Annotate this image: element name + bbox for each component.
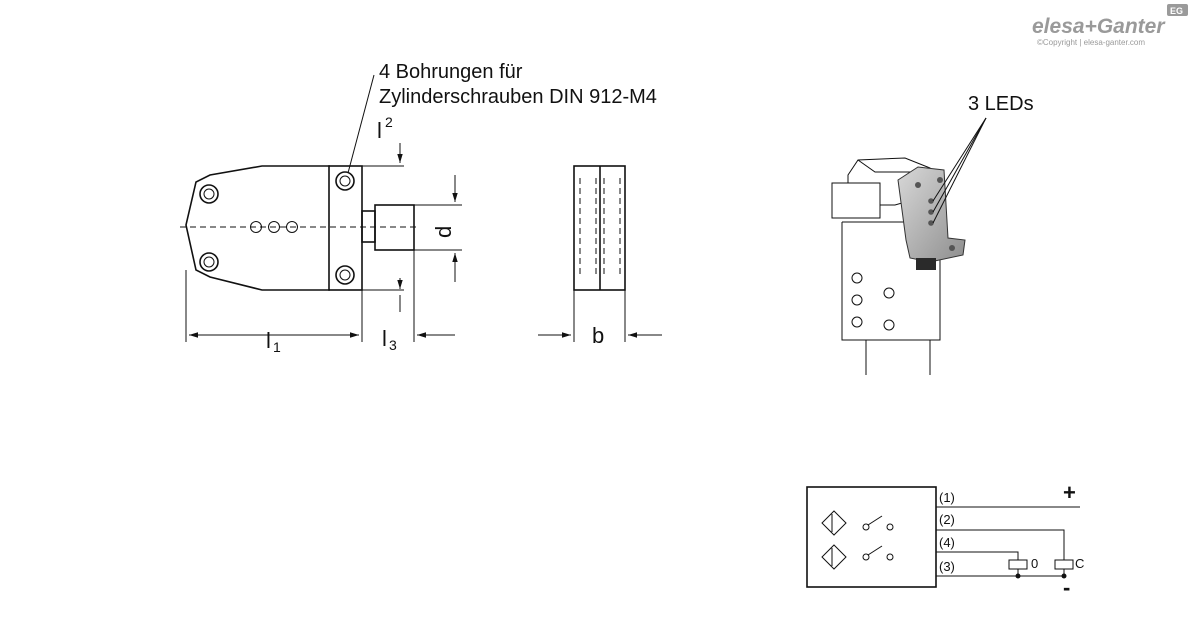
dim-l1-sub: 1 [273, 339, 281, 355]
callout-leader [347, 74, 375, 174]
column-hole-4 [883, 287, 895, 299]
dim-l2-sub: 2 [385, 114, 393, 130]
product-illustration: 3 LEDs [831, 93, 1034, 375]
hole-bottom-left [199, 252, 219, 272]
brand-badge: EG [1170, 6, 1183, 16]
sensor-screw-right [937, 177, 943, 183]
sensor-screw-bottom [949, 245, 955, 251]
sensor-led-3 [928, 220, 934, 226]
pin-label-2: (2) [939, 512, 955, 527]
minus-terminal: - [1063, 575, 1070, 600]
led-3 [286, 221, 298, 233]
mounting-holes [199, 171, 355, 285]
load-c-label: C [1075, 556, 1084, 571]
front-view [180, 165, 420, 291]
sensor-screw-top [915, 182, 921, 188]
callout-line-2: Zylinderschrauben DIN 912-M4 [379, 86, 657, 108]
brand-name: elesa+Ganter [1032, 15, 1166, 38]
led-circles [250, 221, 298, 233]
callout-line-1: 4 Bohrungen für [379, 61, 523, 83]
load-0-label: 0 [1031, 556, 1038, 571]
pin-label-3: (3) [939, 559, 955, 574]
body-outline [185, 165, 330, 291]
wire-2 [936, 529, 1065, 560]
brand-logo: elesa+Ganter ©Copyright | elesa-ganter.c… [1032, 4, 1188, 47]
dim-b-label: b [592, 323, 604, 348]
load-c [1054, 559, 1074, 570]
dim-l2-label: l [377, 118, 382, 143]
switch-symbol-2 [862, 545, 894, 561]
dim-l3-label: l [382, 326, 387, 351]
hole-top-left [199, 184, 219, 204]
load-0 [1008, 559, 1028, 570]
side-view: b [538, 165, 662, 348]
led-1 [250, 221, 262, 233]
switch-symbol-1 [862, 515, 894, 531]
dim-l1-label: l [266, 328, 271, 353]
column-hole-5 [883, 319, 895, 331]
sensor-led-2 [928, 209, 934, 215]
hole-top-right [335, 171, 355, 191]
hole-bottom-right [335, 265, 355, 285]
led-2 [268, 221, 280, 233]
sensor-connector [916, 258, 936, 270]
brand-badge-box [1167, 4, 1188, 16]
clamp-column [841, 222, 941, 341]
column-hole-1 [851, 272, 863, 284]
proximity-symbol-1 [821, 510, 847, 536]
dim-l3-sub: 3 [389, 337, 397, 353]
led-leader-2 [932, 117, 987, 213]
column-hole-3 [851, 316, 863, 328]
pin-label-1: (1) [939, 490, 955, 505]
mounting-plate [328, 165, 363, 291]
sensor-led-1 [928, 198, 934, 204]
dimensions-front: l 1 l 3 l 2 d [185, 114, 462, 355]
column-hole-2 [851, 294, 863, 306]
wire-4 [936, 551, 1019, 560]
plus-terminal: + [1063, 480, 1076, 505]
dim-d-label: d [431, 226, 456, 238]
wiring-schematic: (1) (2) (4) (3) 0 C + - [806, 480, 1084, 600]
sensor-box [806, 486, 937, 588]
brand-copyright: ©Copyright | elesa-ganter.com [1037, 38, 1145, 47]
led-leader-1 [932, 117, 987, 202]
proximity-symbol-2 [821, 544, 847, 570]
led-leader-3 [932, 117, 987, 224]
pin-label-4: (4) [939, 535, 955, 550]
leds-label: 3 LEDs [968, 93, 1034, 115]
